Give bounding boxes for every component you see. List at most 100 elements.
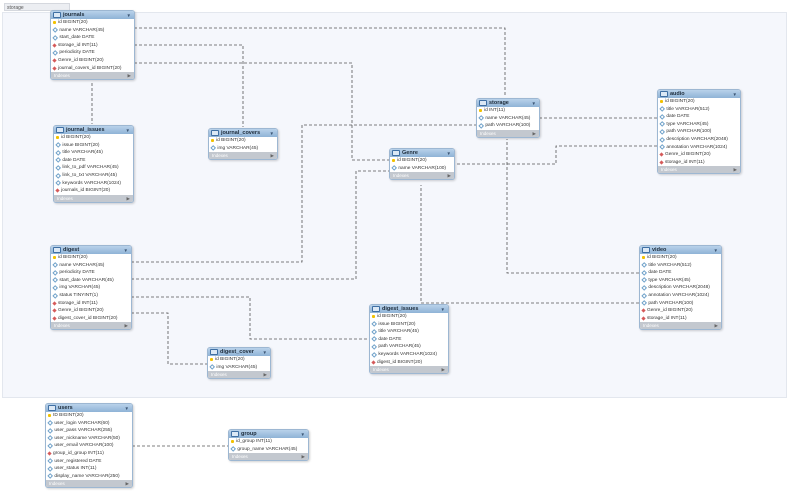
table-column[interactable]: storage_id INT(11): [640, 315, 721, 323]
table-header[interactable]: digest▼: [51, 246, 131, 254]
table-column[interactable]: id BIGINT(20): [390, 157, 454, 165]
table-column[interactable]: user_email VARCHAR(100): [46, 442, 132, 450]
table-column[interactable]: annotation VARCHAR(1024): [640, 292, 721, 300]
rel-journals-journal-covers[interactable]: [134, 44, 244, 127]
table-column[interactable]: type VARCHAR(45): [640, 277, 721, 285]
table-column[interactable]: user_status INT(11): [46, 465, 132, 473]
table-column[interactable]: id_group INT(11): [229, 438, 308, 446]
expand-arrow-icon[interactable]: ▶: [714, 323, 718, 329]
table-column[interactable]: periodicity DATE: [51, 49, 134, 57]
table-column[interactable]: storage_id INT(11): [51, 300, 131, 308]
table-column[interactable]: id BIGINT(20): [209, 137, 277, 145]
expand-arrow-icon[interactable]: ▶: [125, 481, 129, 487]
table-column[interactable]: journal_covers_id BIGINT(20): [51, 65, 134, 73]
table-column[interactable]: Genre_id BIGINT(20): [51, 57, 134, 65]
indexes-section[interactable]: Indexes▶: [658, 166, 740, 174]
table-column[interactable]: name VARCHAR(45): [51, 262, 131, 270]
chevron-down-icon[interactable]: ▼: [446, 150, 451, 156]
table-column[interactable]: ID BIGINT(20): [46, 412, 132, 420]
indexes-section[interactable]: Indexes▶: [390, 172, 454, 180]
table-column[interactable]: id BIGINT(20): [208, 356, 270, 364]
rel-digest-genre[interactable]: [131, 170, 389, 280]
indexes-section[interactable]: Indexes▶: [54, 194, 133, 202]
table-column[interactable]: link_to_txt VARCHAR(45): [54, 172, 133, 180]
table-column[interactable]: Genre_id BIGINT(20): [658, 151, 740, 159]
table-header[interactable]: journal_issues▼: [54, 126, 133, 134]
table-column[interactable]: description VARCHAR(2048): [640, 284, 721, 292]
table-header[interactable]: Genre▼: [390, 149, 454, 157]
table-digest-issues[interactable]: digest_issues▼id BIGINT(20)issue BIGINT(…: [369, 304, 449, 375]
table-column[interactable]: type VARCHAR(45): [658, 121, 740, 129]
table-column[interactable]: storage_id INT(11): [658, 159, 740, 167]
table-column[interactable]: name VARCHAR(45): [51, 27, 134, 35]
table-header[interactable]: users▼: [46, 404, 132, 412]
table-column[interactable]: group_id_group INT(11): [46, 450, 132, 458]
table-audio[interactable]: audio▼id BIGINT(20)title VARCHAR(512)dat…: [657, 89, 741, 175]
indexes-section[interactable]: Indexes▶: [370, 366, 448, 374]
table-column[interactable]: status TINYINT(1): [51, 292, 131, 300]
table-column[interactable]: id BIGINT(20): [640, 254, 721, 262]
table-header[interactable]: storage▼: [477, 99, 539, 107]
chevron-down-icon[interactable]: ▼: [732, 91, 737, 97]
chevron-down-icon[interactable]: ▼: [440, 306, 445, 312]
table-column[interactable]: img VARCHAR(45): [209, 145, 277, 153]
table-header[interactable]: video▼: [640, 246, 721, 254]
table-digest[interactable]: digest▼id BIGINT(20)name VARCHAR(45)peri…: [50, 245, 132, 331]
table-journal-covers[interactable]: journal_covers▼id BIGINT(20)img VARCHAR(…: [208, 128, 278, 161]
chevron-down-icon[interactable]: ▼: [123, 247, 128, 253]
table-column[interactable]: date DATE: [370, 336, 448, 344]
table-column[interactable]: id BIGINT(20): [51, 19, 134, 27]
table-column[interactable]: user_nickname VARCHAR(50): [46, 435, 132, 443]
table-column[interactable]: path VARCHAR(100): [477, 122, 539, 130]
expand-arrow-icon[interactable]: ▶: [301, 454, 305, 460]
table-column[interactable]: link_to_pdf VARCHAR(45): [54, 164, 133, 172]
rel-digest-storage[interactable]: [131, 124, 476, 263]
table-column[interactable]: img VARCHAR(45): [51, 284, 131, 292]
table-column[interactable]: digest_cover_id BIGINT(20): [51, 315, 131, 323]
table-header[interactable]: digest_issues▼: [370, 305, 448, 313]
table-video[interactable]: video▼id BIGINT(20)title VARCHAR(512)dat…: [639, 245, 722, 331]
table-column[interactable]: id BIGINT(20): [51, 254, 131, 262]
table-digest-cover[interactable]: digest_cover▼id BIGINT(20)img VARCHAR(45…: [207, 347, 271, 380]
expand-arrow-icon[interactable]: ▶: [124, 323, 128, 329]
chevron-down-icon[interactable]: ▼: [126, 12, 131, 18]
table-column[interactable]: user_pass VARCHAR(255): [46, 427, 132, 435]
chevron-down-icon[interactable]: ▼: [124, 405, 129, 411]
chevron-down-icon[interactable]: ▼: [262, 349, 267, 355]
rel-journals-storage[interactable]: [134, 27, 506, 97]
table-column[interactable]: journals_id BIGINT(20): [54, 187, 133, 195]
table-header[interactable]: journals▼: [51, 11, 134, 19]
expand-arrow-icon[interactable]: ▶: [127, 73, 131, 79]
indexes-section[interactable]: Indexes▶: [477, 129, 539, 137]
chevron-down-icon[interactable]: ▼: [531, 100, 536, 106]
table-column[interactable]: description VARCHAR(2048): [658, 136, 740, 144]
expand-arrow-icon[interactable]: ▶: [270, 153, 274, 159]
table-column[interactable]: start_date DATE: [51, 34, 134, 42]
table-column[interactable]: user_login VARCHAR(60): [46, 420, 132, 428]
rel-digest-digest-cover[interactable]: [131, 312, 207, 365]
table-column[interactable]: id BIGINT(20): [658, 98, 740, 106]
table-column[interactable]: periodicity DATE: [51, 269, 131, 277]
table-header[interactable]: digest_cover▼: [208, 348, 270, 356]
table-column[interactable]: group_name VARCHAR(45): [229, 446, 308, 454]
layer-label[interactable]: storage: [4, 3, 70, 11]
indexes-section[interactable]: Indexes▶: [640, 322, 721, 330]
table-column[interactable]: Genre_id BIGINT(20): [640, 307, 721, 315]
table-column[interactable]: path VARCHAR(100): [640, 300, 721, 308]
table-column[interactable]: title VARCHAR(512): [658, 106, 740, 114]
table-column[interactable]: issue BIGINT(20): [54, 142, 133, 150]
rel-video-storage[interactable]: [506, 139, 639, 274]
rel-journals-genre[interactable]: [134, 62, 389, 161]
expand-arrow-icon[interactable]: ▶: [263, 372, 267, 378]
indexes-section[interactable]: Indexes▶: [209, 152, 277, 160]
table-header[interactable]: journal_covers▼: [209, 129, 277, 137]
table-journals[interactable]: journals▼id BIGINT(20)name VARCHAR(45)st…: [50, 10, 135, 81]
indexes-section[interactable]: Indexes▶: [51, 322, 131, 330]
indexes-section[interactable]: Indexes▶: [46, 480, 132, 488]
table-column[interactable]: digest_id BIGINT(20): [370, 359, 448, 367]
expand-arrow-icon[interactable]: ▶: [733, 167, 737, 173]
table-column[interactable]: display_name VARCHAR(250): [46, 473, 132, 481]
table-column[interactable]: date DATE: [640, 269, 721, 277]
table-column[interactable]: path VARCHAR(45): [370, 343, 448, 351]
table-genre[interactable]: Genre▼id BIGINT(20)name VARCHAR(100)Inde…: [389, 148, 455, 181]
